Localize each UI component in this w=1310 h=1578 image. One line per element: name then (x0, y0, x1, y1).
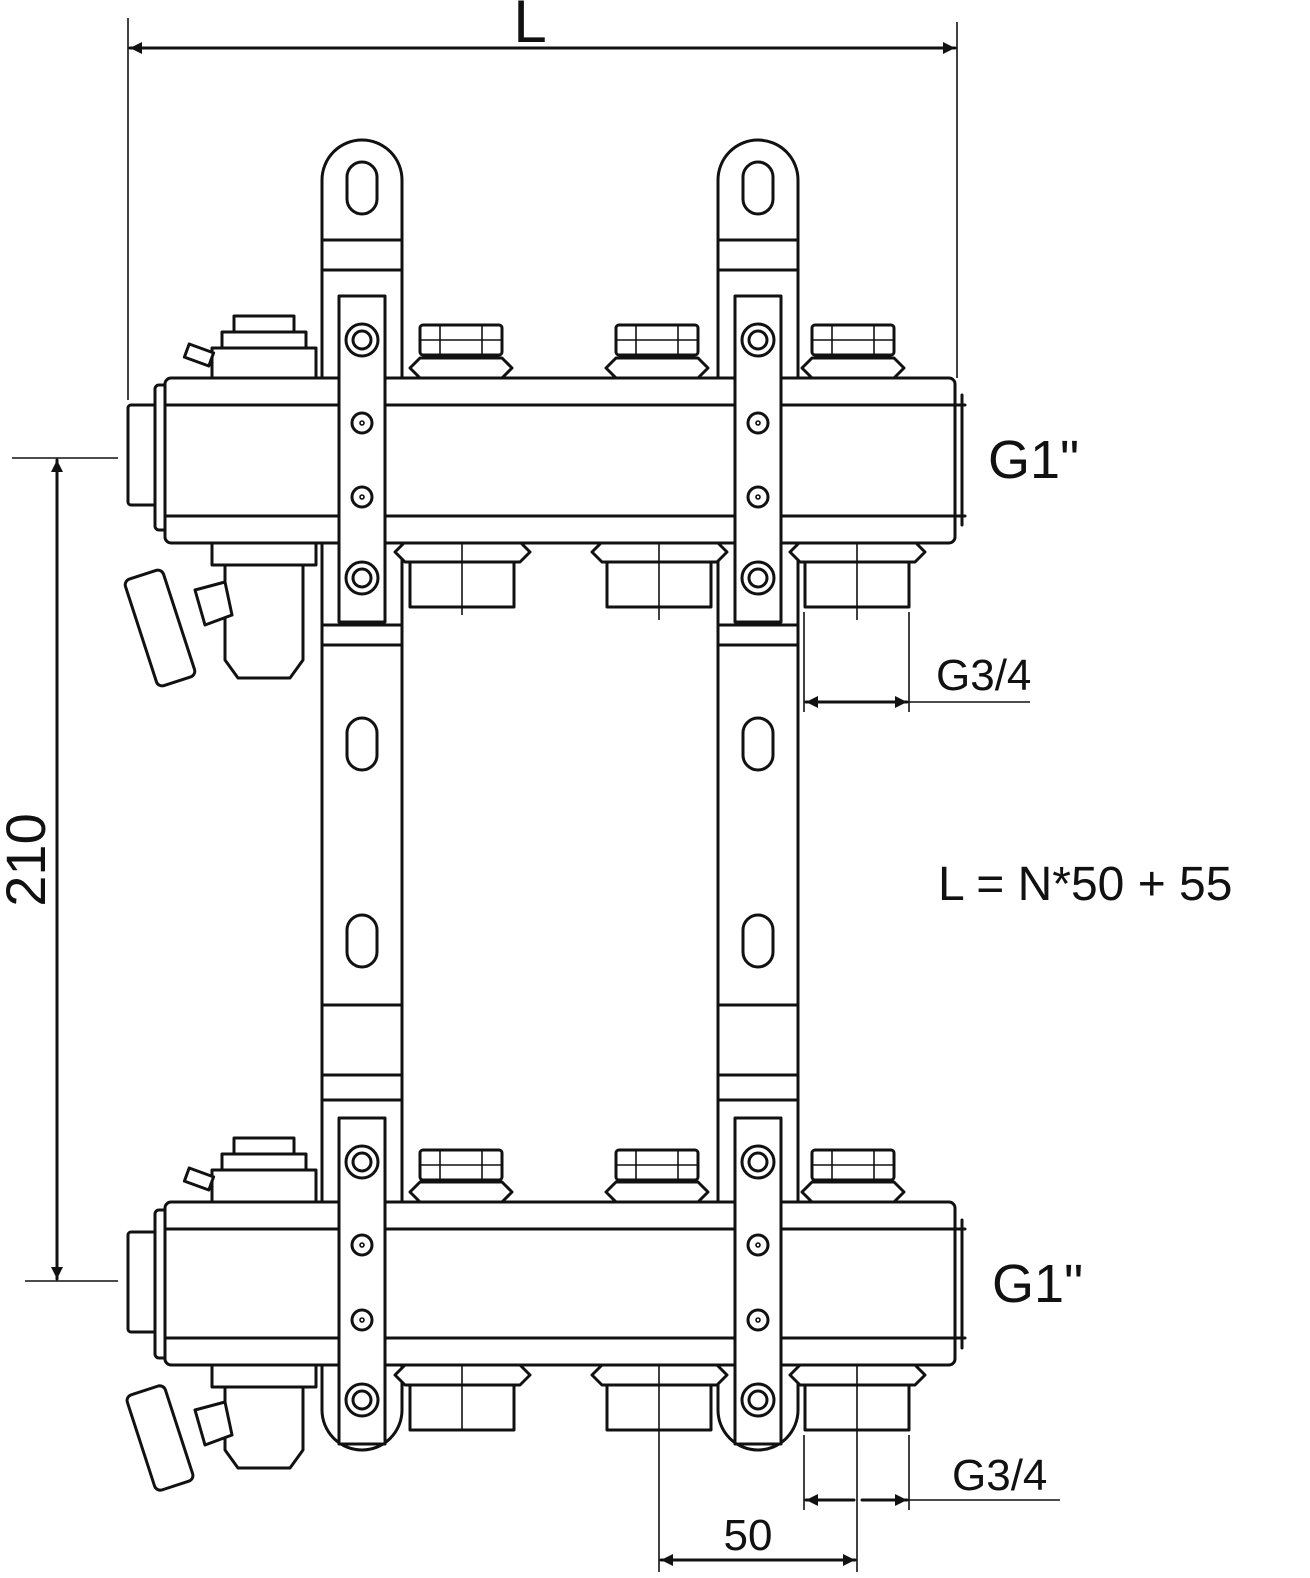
pitch-label: 50 (724, 1511, 773, 1560)
outlet-fitting-top (408, 323, 906, 380)
slot-hole (741, 160, 775, 216)
manifold-bottom (125, 1116, 967, 1492)
slot-hole (345, 913, 379, 969)
outlet-thread-label-top: G3/4 (936, 651, 1031, 700)
outlet-fitting-top (408, 1148, 906, 1204)
dimension-length (127, 18, 958, 400)
length-label: L (513, 0, 546, 55)
air-vent (182, 314, 318, 380)
outlet-fitting-bottom (393, 480, 927, 620)
dimension-pitch (658, 1445, 858, 1572)
manifold-top (123, 294, 967, 688)
slot-hole (345, 716, 379, 772)
dimension-height (12, 457, 118, 1282)
length-formula: L = N*50 + 55 (938, 858, 1232, 911)
dimension-outlet-top (803, 612, 1030, 712)
outlet-thread-label-bottom: G3/4 (952, 1451, 1047, 1500)
main-thread-label-top: G1" (988, 430, 1079, 490)
drain-valve (125, 1363, 318, 1492)
outlet-fitting-bottom (393, 1305, 927, 1445)
manifold-bar (163, 1200, 957, 1367)
slot-hole (741, 716, 775, 772)
height-label: 210 (0, 813, 57, 906)
drain-valve (123, 541, 318, 688)
main-thread-label-bottom: G1" (992, 1254, 1083, 1314)
air-vent (182, 1136, 318, 1204)
slot-hole (741, 913, 775, 969)
slot-hole (345, 160, 379, 216)
manifold-bar (163, 376, 957, 545)
dimension-outlet-bottom (803, 1435, 1060, 1510)
